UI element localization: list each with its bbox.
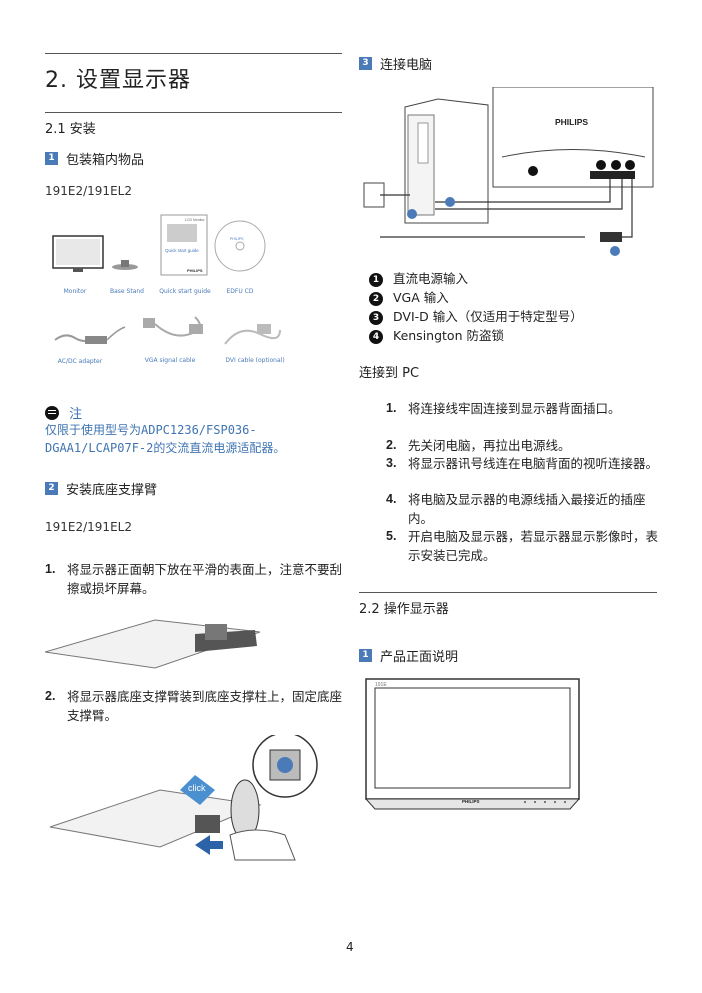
section-rule-2 <box>359 592 657 593</box>
connector-label: DVI-D 输入（仅适用于特定型号） <box>393 309 583 324</box>
svg-text:PHILIPS: PHILIPS <box>187 268 203 273</box>
step-text: 先关闭电脑，再拉出电源线。 <box>408 438 571 453</box>
svg-text:click: click <box>188 783 206 793</box>
subsection-number: 1 <box>359 649 372 662</box>
note-body: 仅限于使用型号为ADPC1236/FSP036-DGAA1/LCAP07F-2的… <box>45 423 286 455</box>
step-text: 将连接线牢固连接到显示器背面插口。 <box>408 401 621 416</box>
svg-text:PHILIPS: PHILIPS <box>462 799 480 804</box>
connector-label: Kensington 防盗锁 <box>393 328 504 343</box>
subsection-number: 3 <box>359 57 372 70</box>
connector-1: 1 直流电源输入 <box>369 269 468 288</box>
step-number: 4. <box>386 492 397 506</box>
monitor-facedown-illustration <box>44 612 265 672</box>
section-rule <box>45 112 342 113</box>
model-number-2: 191E2/191EL2 <box>45 520 132 534</box>
step-number: 5. <box>386 529 397 543</box>
subsection-title: 包装箱内物品 <box>66 153 145 168</box>
subsection-title: 产品正面说明 <box>380 650 459 665</box>
pc-step-1: 1. 将连接线牢固连接到显示器背面插口。 <box>386 399 658 418</box>
subsection-title: 连接电脑 <box>380 58 433 73</box>
caption-vga-cable: VGA signal cable <box>144 357 196 364</box>
caption-monitor: Monitor <box>63 288 87 295</box>
caption-edfu-cd: EDFU CD <box>226 288 254 295</box>
connect-pc-heading: 连接到 PC <box>359 366 420 381</box>
stand-step-1: 1. 将显示器正面朝下放在平滑的表面上，注意不要刮擦或损坏屏幕。 <box>45 560 345 598</box>
caption-quick-start: Quick start guide <box>159 288 211 295</box>
top-rule-left <box>45 53 342 54</box>
svg-text:PHILIPS: PHILIPS <box>230 237 244 241</box>
section-title: 2.1 安装 <box>45 122 96 137</box>
subsection-front-view: 1 产品正面说明 <box>359 646 458 665</box>
svg-text:Quick start guide: Quick start guide <box>165 248 199 253</box>
svg-text:PHILIPS: PHILIPS <box>555 117 588 127</box>
caption-adapter: AC/DC adapter <box>57 358 103 365</box>
step-number: 2. <box>45 689 56 703</box>
section-title-2: 2.2 操作显示器 <box>359 602 449 617</box>
page-number: 4 <box>346 940 354 954</box>
caption-base-stand: Base Stand <box>110 288 144 295</box>
step-number: 1. <box>45 562 56 576</box>
step-text: 开启电脑及显示器，若显示器显示影像时，表示安装已完成。 <box>408 529 659 563</box>
caption-dvi-cable: DVI cable (optional) <box>225 357 285 364</box>
attach-stand-illustration: click <box>45 732 335 865</box>
svg-text:191E: 191E <box>375 682 387 688</box>
subsection-box-contents: 1 包装箱内物品 <box>45 149 144 168</box>
monitor-front-illustration: 191E PHILIPS <box>364 678 581 810</box>
step-text: 将显示器正面朝下放在平滑的表面上，注意不要刮擦或损坏屏幕。 <box>67 562 343 596</box>
pc-step-4: 4. 将电脑及显示器的电源线插入最接近的插座内。 <box>386 490 658 528</box>
subsection-connect-pc: 3 连接电脑 <box>359 54 432 73</box>
subsection-install-stand: 2 安装底座支撑臂 <box>45 479 157 498</box>
connector-label: 直流电源输入 <box>393 271 469 286</box>
step-number: 3. <box>386 456 397 470</box>
step-number: 2. <box>386 438 397 452</box>
connector-number: 4 <box>369 329 383 344</box>
connection-diagram: PHILIPS <box>360 86 660 262</box>
pc-step-3: 3. 将显示器讯号线连在电脑背面的视听连接器。 <box>386 454 658 473</box>
box-contents-drawing: Quick start guide LCD Monitor PHILIPS PH… <box>52 214 281 345</box>
step-number: 1. <box>386 401 397 415</box>
box-contents-illustration: Quick start guide LCD Monitor PHILIPS PH… <box>45 212 285 372</box>
model-number: 191E2/191EL2 <box>45 184 132 198</box>
subsection-number: 1 <box>45 152 58 165</box>
note-icon <box>45 405 59 420</box>
pc-step-2: 2. 先关闭电脑，再拉出电源线。 <box>386 436 658 455</box>
connector-number: 3 <box>369 310 383 325</box>
connector-3: 3 DVI-D 输入（仅适用于特定型号） <box>369 307 583 326</box>
step-text: 将显示器底座支撑臂装到底座支撑柱上，固定底座支撑臂。 <box>67 689 343 723</box>
connector-number: 2 <box>369 291 383 306</box>
svg-text:LCD Monitor: LCD Monitor <box>185 218 205 222</box>
connector-label: VGA 输入 <box>393 290 449 305</box>
subsection-title: 安装底座支撑臂 <box>66 483 158 498</box>
connector-number: 1 <box>369 272 383 287</box>
subsection-number: 2 <box>45 482 58 495</box>
chapter-title: 2. 设置显示器 <box>45 68 191 93</box>
step-text: 将电脑及显示器的电源线插入最接近的插座内。 <box>408 492 646 526</box>
connector-2: 2 VGA 输入 <box>369 288 449 307</box>
connector-4: 4 Kensington 防盗锁 <box>369 326 504 345</box>
note-heading: 注 <box>45 403 82 422</box>
pc-step-5: 5. 开启电脑及显示器，若显示器显示影像时，表示安装已完成。 <box>386 527 658 565</box>
stand-step-2: 2. 将显示器底座支撑臂装到底座支撑柱上，固定底座支撑臂。 <box>45 687 345 725</box>
note-label: 注 <box>69 407 83 422</box>
step-text: 将显示器讯号线连在电脑背面的视听连接器。 <box>408 456 659 471</box>
